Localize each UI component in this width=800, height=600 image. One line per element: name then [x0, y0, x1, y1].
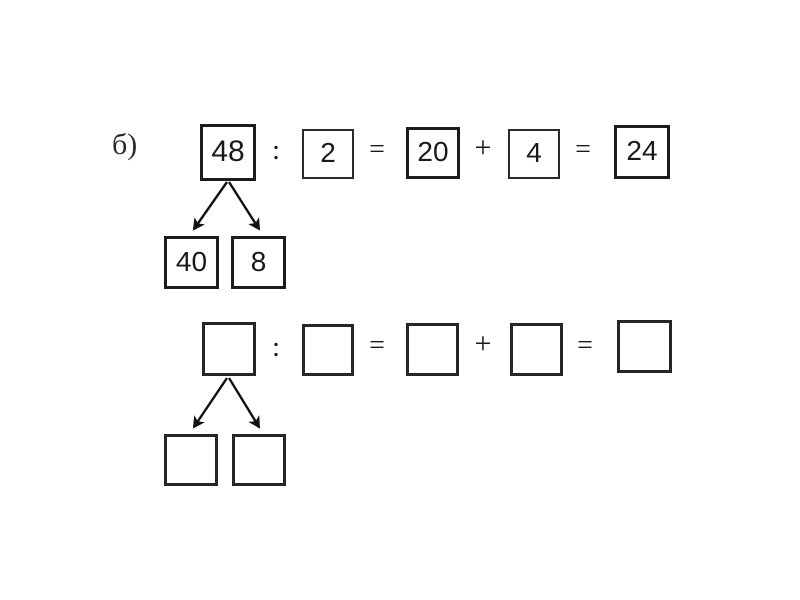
arrow-48-to-8	[227, 181, 261, 231]
operator-equals-2b: =	[577, 330, 593, 361]
cell-partial-quotient-1b[interactable]: 4	[508, 129, 560, 179]
arrow-blank-to-right	[227, 377, 261, 429]
cell-decomposition-1-part-2[interactable]: 8	[231, 236, 286, 289]
operator-equals-1b: =	[575, 134, 591, 165]
cell-partial-quotient-2a[interactable]	[406, 323, 459, 376]
arrow-48-to-40	[192, 181, 228, 231]
arrow-blank-to-left	[192, 377, 228, 429]
cell-partial-quotient-1a-value: 20	[417, 136, 449, 167]
cell-partial-quotient-2b[interactable]	[510, 323, 563, 376]
operator-divide-2: :	[271, 331, 281, 363]
cell-dividend-1-value: 48	[211, 134, 245, 168]
cell-divisor-1[interactable]: 2	[302, 129, 354, 179]
cell-decomposition-1-part-2-value: 8	[250, 245, 267, 277]
cell-dividend-2[interactable]	[202, 322, 256, 376]
cell-dividend-1[interactable]: 48	[200, 124, 256, 181]
cell-quotient-2[interactable]	[617, 320, 672, 373]
cell-decomposition-2-part-2[interactable]	[232, 434, 286, 486]
cell-partial-quotient-1b-value: 4	[526, 137, 542, 168]
operator-equals-2a: =	[369, 330, 385, 361]
cell-decomposition-2-part-1[interactable]	[164, 434, 218, 486]
cell-divisor-2[interactable]	[302, 324, 354, 376]
cell-decomposition-1-part-1-value: 40	[175, 245, 208, 277]
operator-plus-1: +	[474, 131, 492, 164]
cell-quotient-1[interactable]: 24	[614, 125, 670, 179]
operator-plus-2: +	[474, 327, 492, 360]
cell-partial-quotient-1a[interactable]: 20	[406, 127, 460, 179]
cell-quotient-1-value: 24	[626, 135, 658, 166]
operator-equals-1a: =	[369, 134, 385, 165]
cell-decomposition-1-part-1[interactable]: 40	[164, 236, 219, 289]
operator-divide-1: :	[271, 134, 281, 166]
cell-divisor-1-value: 2	[320, 137, 336, 168]
task-label-b: б)	[112, 128, 138, 161]
